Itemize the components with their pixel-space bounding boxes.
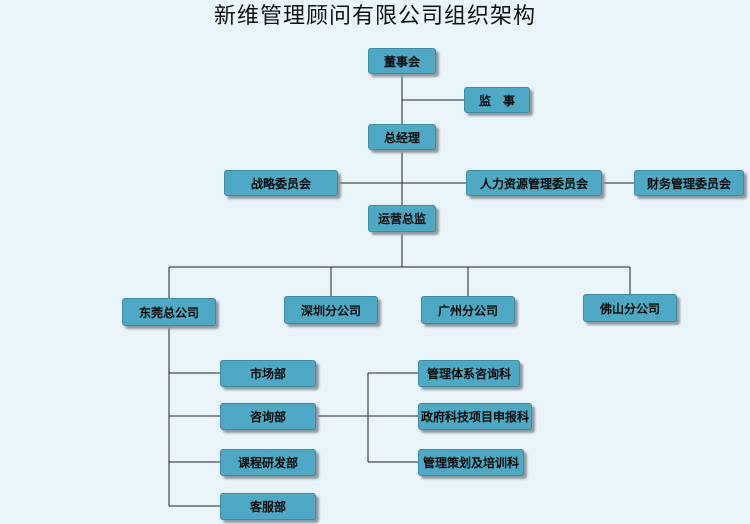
node-gov-tech-project-section: 政府科技项目申报科 (418, 403, 532, 430)
node-finance-committee: 财务管理委员会 (634, 170, 744, 196)
node-foshan-branch: 佛山分公司 (583, 294, 677, 322)
node-strategy-committee: 战略委员会 (224, 170, 338, 196)
node-marketing-dept: 市场部 (220, 360, 316, 387)
node-dongguan-hq: 东莞总公司 (122, 298, 216, 326)
node-curriculum-dept: 课程研发部 (220, 449, 316, 476)
node-shenzhen-branch: 深圳分公司 (284, 296, 378, 324)
node-management-system-section: 管理体系咨询科 (418, 360, 520, 387)
node-consulting-dept: 咨询部 (220, 403, 316, 430)
node-customer-service-dept: 客服部 (220, 493, 316, 520)
node-general-manager: 总经理 (368, 124, 436, 150)
node-planning-training-section: 管理策划及培训科 (418, 449, 524, 476)
node-supervisor: 监 事 (464, 87, 530, 113)
node-hr-committee: 人力资源管理委员会 (466, 170, 602, 196)
node-operations-director: 运营总监 (368, 205, 436, 232)
node-guangzhou-branch: 广州分公司 (421, 296, 515, 324)
node-board: 董事会 (368, 48, 436, 74)
chart-title: 新维管理顾问有限公司组织架构 (213, 4, 536, 29)
